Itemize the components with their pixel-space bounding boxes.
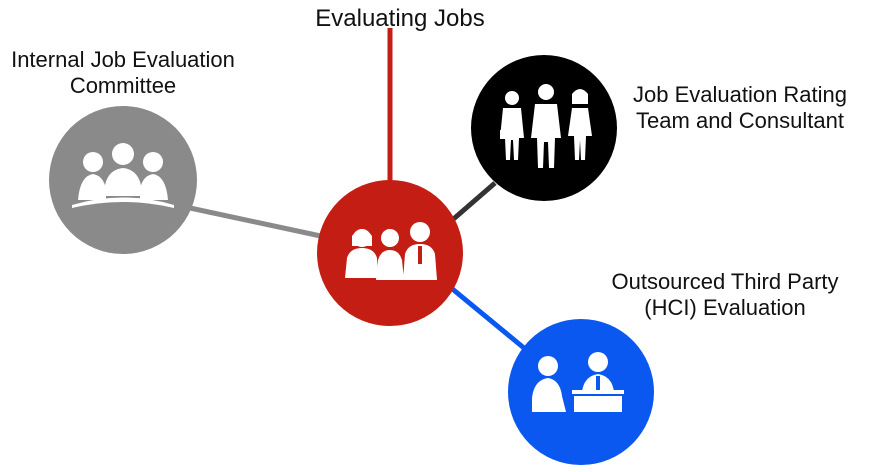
connector-internal — [189, 205, 331, 241]
label-rating-line1: Job Evaluation Rating — [632, 82, 848, 107]
connector-outsourced — [448, 285, 526, 350]
label-rating-team: Job Evaluation Rating Team and Consultan… — [610, 82, 870, 134]
label-internal-committee: Internal Job Evaluation Committee — [0, 47, 246, 99]
label-internal-line2: Committee — [69, 73, 177, 98]
consultation-desk-icon — [532, 352, 624, 412]
diagram-title: Evaluating Jobs — [315, 5, 485, 32]
business-team-icon — [500, 84, 592, 168]
label-rating-line2: Team and Consultant — [636, 108, 844, 133]
node-internal — [49, 106, 197, 254]
label-internal-line1: Internal Job Evaluation — [11, 47, 235, 72]
node-rating — [471, 55, 617, 201]
team-of-three-icon — [345, 222, 437, 280]
node-outsourced — [508, 319, 654, 465]
connector-rating — [448, 181, 497, 224]
label-outsourced-line2: (HCI) Evaluation — [644, 295, 806, 320]
label-outsourced-line1: Outsourced Third Party — [611, 269, 839, 294]
node-center — [317, 180, 463, 326]
committee-group-icon — [72, 143, 174, 208]
label-outsourced-evaluation: Outsourced Third Party (HCI) Evaluation — [600, 269, 850, 321]
